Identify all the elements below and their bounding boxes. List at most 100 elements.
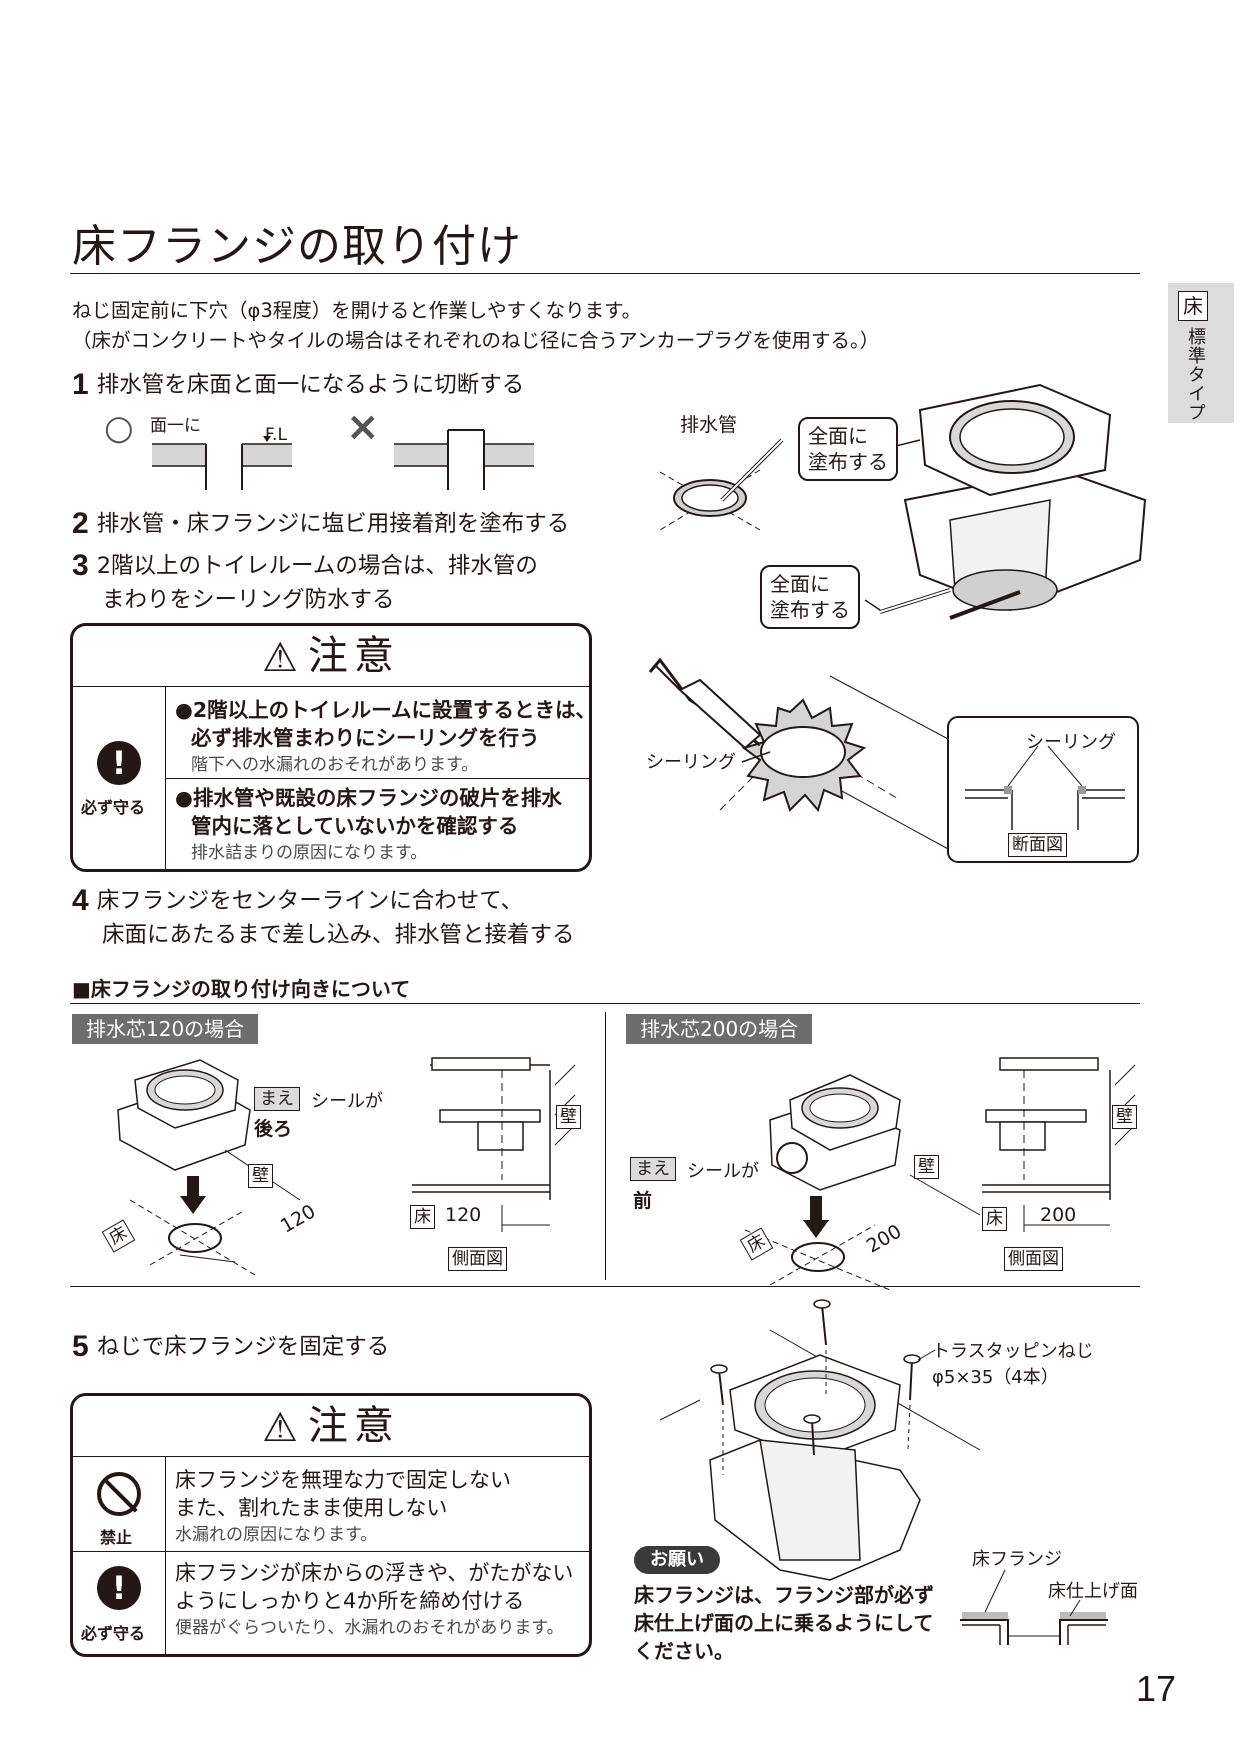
side-dimension-120: 120 — [445, 1204, 482, 1226]
step-number: 2 — [72, 507, 89, 540]
callout-line: 全面に — [808, 424, 868, 448]
caution-divider — [165, 1456, 166, 1654]
orientation-column-divider — [605, 1012, 606, 1280]
caution-note: 水漏れの原因になります。 — [175, 1525, 378, 1545]
side-tab-box: 床 — [1178, 291, 1208, 321]
flush-label: 面一に — [150, 416, 201, 436]
orientation-heading: ■床フランジの取り付け向きについて — [72, 977, 411, 1001]
side-tab-text: 標準タイプ — [1185, 327, 1206, 422]
step-4: 4 床フランジをセンターラインに合わせて、 床面にあたるまで差し込み、排水管と接着… — [72, 884, 575, 952]
request-line: ください。 — [634, 1639, 734, 1663]
caution-text: ようにしっかりと4か所を締め付ける — [175, 1589, 525, 1613]
step-text: 排水管・床フランジに塩ビ用接着剤を塗布する — [96, 511, 570, 537]
caution-text: 必ず排水管まわりにシーリングを行う — [191, 726, 540, 750]
orientation-rule-top — [70, 1003, 1140, 1004]
step-number: 1 — [72, 368, 89, 401]
section-side-tab: 床 標準タイプ — [1168, 283, 1234, 423]
step-5: 5 ねじで床フランジを固定する — [72, 1330, 389, 1364]
case-120-bar: 排水芯120の場合 — [72, 1014, 259, 1044]
sealing-label-right: シーリング — [1026, 732, 1116, 753]
callout-line: 塗布する — [770, 598, 850, 622]
caution-text: 管内に落としていないかを確認する — [191, 814, 519, 838]
caution-heading-text: 注意 — [307, 1403, 400, 1449]
adhesive-callout-bottom: 全面に 塗布する — [760, 565, 860, 629]
prohibited-icon — [97, 1472, 141, 1516]
request-line: 床仕上げ面の上に乗るようにして — [634, 1611, 934, 1635]
cross-section-label: 断面図 — [1008, 833, 1067, 857]
step-text: 床フランジをセンターラインに合わせて、 — [96, 888, 524, 914]
exclamation-icon: ! — [97, 1566, 141, 1610]
callout-line: 塗布する — [808, 450, 888, 474]
floor-finish-label: 床仕上げ面 — [1048, 1581, 1138, 1602]
step-text: ねじで床フランジを固定する — [96, 1334, 390, 1360]
caution-heading: ⚠注意 — [73, 1396, 589, 1457]
caution-heading-text: 注意 — [307, 633, 400, 679]
case-200-bar: 排水芯200の場合 — [626, 1014, 813, 1044]
ng-mark-icon: × — [346, 404, 380, 450]
caution-box-2: ⚠注意 禁止 ! 必ず守る 床フランジを無理な力で固定しない また、割れたまま使… — [70, 1393, 592, 1657]
mandatory-label: 必ず守る — [81, 1624, 146, 1643]
wall-tag: 壁 — [248, 1164, 273, 1188]
orientation-rule-bottom — [70, 1286, 1140, 1287]
warning-triangle-icon: ⚠ — [262, 635, 304, 681]
step-number: 3 — [72, 549, 89, 582]
screw-spec-line-2: φ5×35（4本） — [932, 1367, 1059, 1388]
seal-text: シールが — [687, 1161, 759, 1182]
caution-row-divider — [73, 1551, 589, 1552]
caution-note: 階下への水漏れのおそれがあります。 — [191, 755, 479, 775]
page-title: 床フランジの取り付け — [72, 221, 522, 272]
side-wall-tag: 壁 — [556, 1105, 581, 1129]
caution-text: 床フランジを無理な力で固定しない — [175, 1468, 511, 1492]
intro-line-2: （床がコンクリートやタイルの場合はそれぞれのねじ径に合うアンカープラグを使用する… — [72, 329, 880, 352]
title-divider — [70, 273, 1140, 274]
caution-divider — [165, 686, 166, 869]
caution-text: ●排水管や既設の床フランジの破片を排水 — [175, 786, 562, 810]
callout-line: 全面に — [770, 572, 830, 596]
side-floor-tag: 床 — [410, 1205, 435, 1229]
intro-line-1: ねじ固定前に下穴（φ3程度）を開けると作業しやすくなります。 — [72, 299, 642, 322]
step-number: 4 — [72, 884, 89, 917]
adhesive-callout-top: 全面に 塗布する — [798, 417, 898, 481]
step-text-cont: 床面にあたるまで差し込み、排水管と接着する — [102, 922, 575, 948]
step-text-cont: まわりをシーリング防水する — [102, 587, 395, 613]
caution-note: 便器がぐらついたり、水漏れのおそれがあります。 — [175, 1618, 564, 1638]
side-wall-tag: 壁 — [1112, 1105, 1137, 1129]
exclamation-icon: ! — [97, 741, 141, 785]
caution-row-divider — [165, 778, 589, 779]
step-number: 5 — [72, 1330, 89, 1363]
caution-text: また、割れたまま使用しない — [175, 1496, 448, 1520]
mae-seal-tag: まえ — [254, 1087, 300, 1111]
caution-heading: ⚠注意 — [73, 626, 589, 687]
fl-label: F.L — [265, 425, 287, 445]
intro-text: ねじ固定前に下穴（φ3程度）を開けると作業しやすくなります。 （床がコンクリート… — [72, 296, 879, 356]
seal-direction: 後ろ — [254, 1118, 293, 1140]
caution-text: 床フランジが床からの浮きや、がたがない — [175, 1561, 574, 1585]
step-text: 2階以上のトイレルームの場合は、排水管の — [96, 553, 538, 579]
side-dimension-200: 200 — [1040, 1204, 1077, 1226]
mandatory-label: 必ず守る — [81, 798, 146, 817]
side-view-label: 側面図 — [448, 1247, 507, 1271]
caution-row-2: 床フランジが床からの浮きや、がたがない ようにしっかりと4か所を締め付ける 便器… — [175, 1559, 573, 1641]
request-text: 床フランジは、フランジ部が必ず 床仕上げ面の上に乗るようにして ください。 — [634, 1581, 934, 1665]
flange-label: 床フランジ — [972, 1549, 1062, 1570]
step-2: 2 排水管・床フランジに塩ビ用接着剤を塗布する — [72, 507, 569, 541]
side-floor-tag: 床 — [982, 1207, 1007, 1231]
step-1: 1 排水管を床面と面一になるように切断する — [72, 368, 524, 402]
step-3: 3 2階以上のトイレルームの場合は、排水管の まわりをシーリング防水する — [72, 549, 538, 617]
seal-text: シールが — [311, 1091, 383, 1112]
caution-item-2: ●排水管や既設の床フランジの破片を排水 管内に落としていないかを確認する 排水詰… — [175, 784, 562, 866]
page-number: 17 — [1136, 1668, 1177, 1709]
step-text: 排水管を床面と面一になるように切断する — [96, 372, 525, 398]
drain-pipe-label: 排水管 — [680, 414, 738, 436]
caution-row-1: 床フランジを無理な力で固定しない また、割れたまま使用しない 水漏れの原因になり… — [175, 1466, 511, 1548]
sealing-label-left: シーリング — [646, 752, 736, 773]
warning-triangle-icon: ⚠ — [262, 1405, 304, 1451]
side-view-label: 側面図 — [1004, 1247, 1063, 1271]
request-line: 床フランジは、フランジ部が必ず — [634, 1583, 934, 1607]
screw-spec-line-1: トラスタッピンねじ — [932, 1341, 1094, 1362]
